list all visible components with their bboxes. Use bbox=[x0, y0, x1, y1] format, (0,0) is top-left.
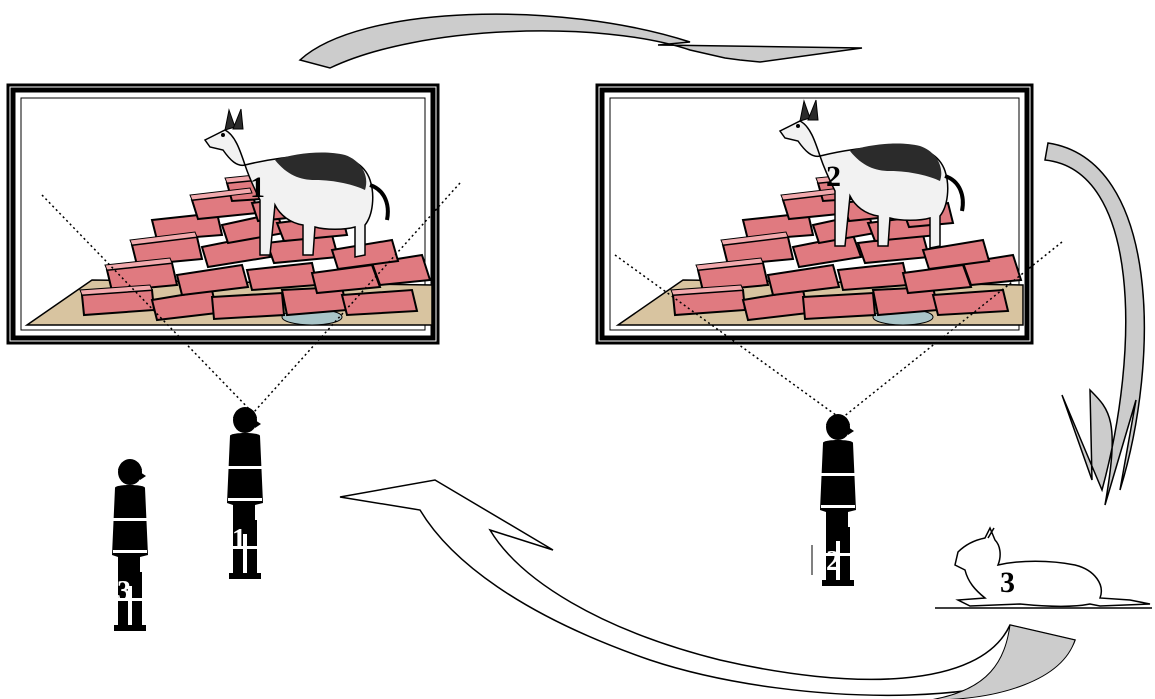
handler-number-label: 1 bbox=[232, 524, 246, 555]
handler-number-label: 2 bbox=[826, 546, 840, 577]
curved-arrow-icon bbox=[1045, 143, 1144, 505]
lying-dog-number-label: 3 bbox=[1000, 566, 1015, 599]
curved-arrow-icon bbox=[300, 14, 862, 68]
search-scene-left: 1 bbox=[8, 85, 438, 343]
handler-number-label: 3 bbox=[117, 576, 131, 607]
search-scene-right: 2 bbox=[597, 85, 1032, 343]
curved-arrow-icon bbox=[340, 480, 1075, 699]
lying-dog-icon bbox=[935, 528, 1152, 608]
dog-number-label: 1 bbox=[250, 171, 265, 204]
dog-number-label: 2 bbox=[826, 160, 841, 193]
